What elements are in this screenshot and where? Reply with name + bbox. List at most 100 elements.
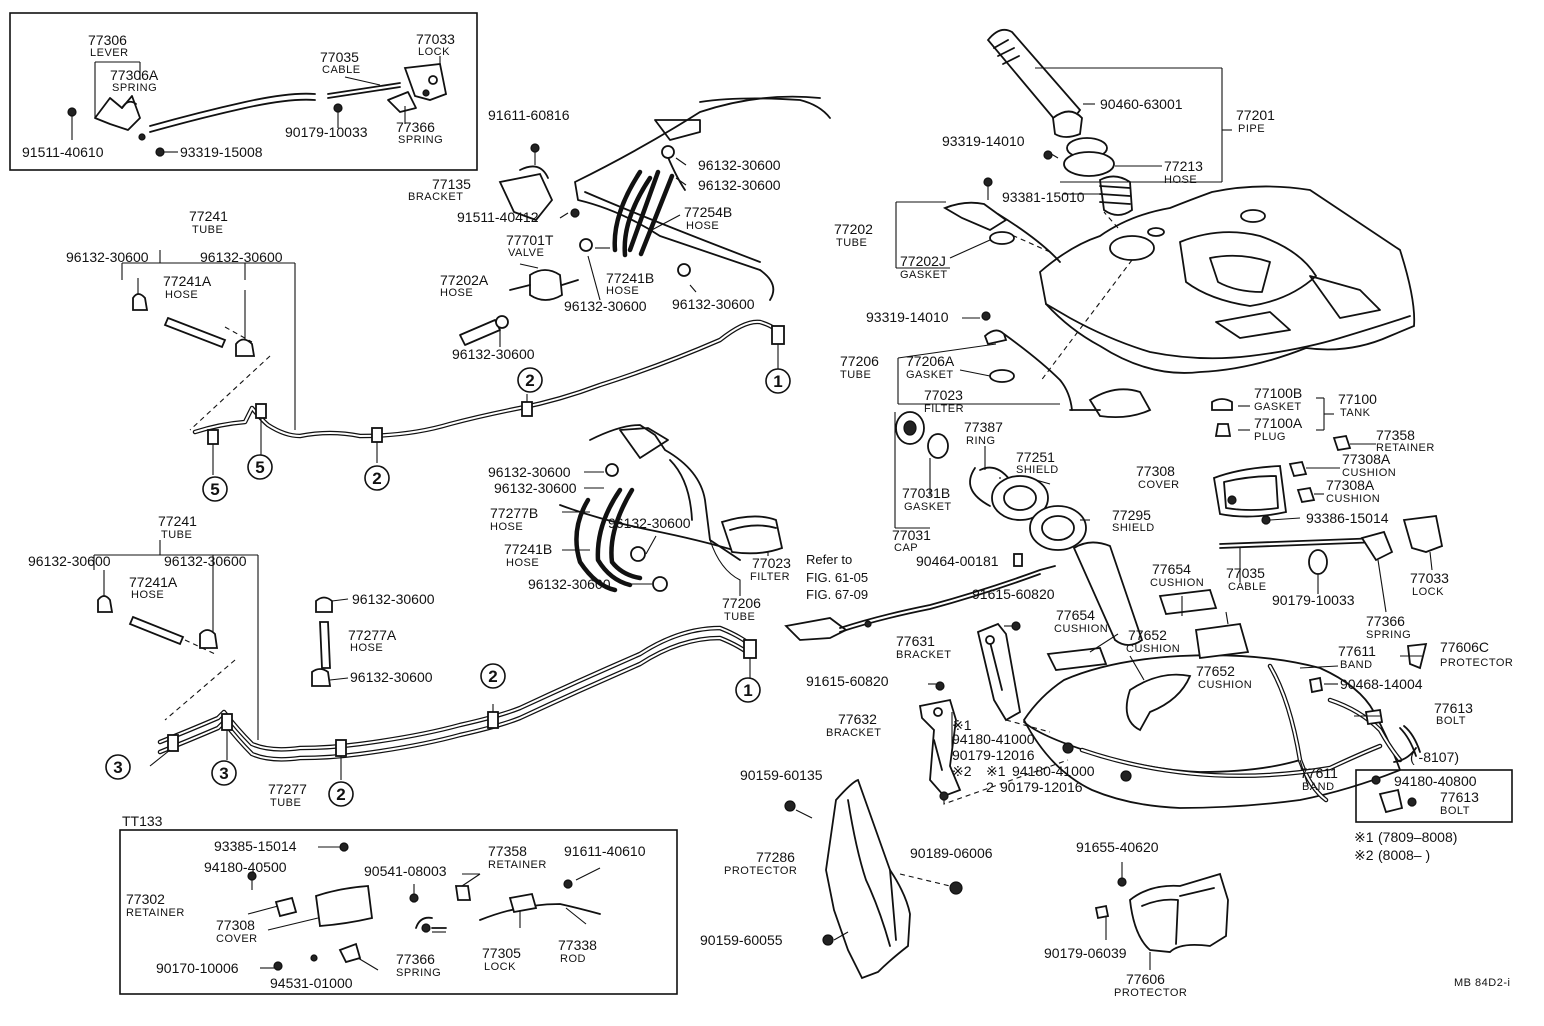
- label-77241B-name-b: HOSE: [506, 557, 539, 569]
- range-note: ( -8107): [1410, 749, 1459, 765]
- label-77023-name-b: FILTER: [924, 403, 964, 415]
- mark-ref2-b: 2: [986, 779, 994, 795]
- label-77652-num-a: 77652: [1128, 627, 1167, 643]
- label-91655-40620: 91655-40620: [1076, 839, 1159, 855]
- label-77631-name: BRACKET: [896, 649, 951, 661]
- label-77100A-num: 77100A: [1254, 415, 1303, 431]
- label-93319-14010-a: 93319-14010: [942, 133, 1025, 149]
- label-90179-12016-a: 90179-12016: [952, 747, 1035, 763]
- label-94180-41000-a: 94180-41000: [952, 731, 1035, 747]
- label-77295-num: 77295: [1112, 507, 1151, 523]
- label-77606-num: 77606: [1126, 971, 1165, 987]
- label-77308A-name-2: CUSHION: [1326, 493, 1380, 505]
- label-77366-name-c: SPRING: [396, 967, 441, 979]
- fuel-lid-opener-parts: [67, 56, 448, 157]
- svg-text:2: 2: [488, 667, 497, 686]
- label-90179-10033-b: 90179-10033: [1272, 592, 1355, 608]
- label-77305-num: 77305: [482, 945, 521, 961]
- label-77033-name-b: LOCK: [1412, 586, 1444, 598]
- label-77606-name: PROTECTOR: [1114, 987, 1187, 999]
- label-77631-num: 77631: [896, 633, 935, 649]
- label-91615-60820-a: 91615-60820: [972, 586, 1055, 602]
- label-77308A-name-1: CUSHION: [1342, 467, 1396, 479]
- label-77611-name-a: BAND: [1340, 659, 1373, 671]
- label-77295-name: SHIELD: [1112, 522, 1155, 534]
- label-77286-num: 77286: [756, 849, 795, 865]
- label-77306-name: LEVER: [90, 47, 129, 59]
- label-77358-num-a: 77358: [1376, 427, 1415, 443]
- tube-77277-lower-assembly: [93, 540, 757, 780]
- protector-77286: [784, 778, 963, 980]
- label-77023-num-b: 77023: [924, 387, 963, 403]
- label-77031-name: CAP: [894, 542, 918, 554]
- label-90179-12016-b: 90179-12016: [1000, 779, 1083, 795]
- label-77033-num-b: 77033: [1410, 570, 1449, 586]
- label-77306A-name: SPRING: [112, 82, 157, 94]
- label-96132-30600-b2: 96132-30600: [164, 553, 247, 569]
- label-96132-30600-a2: 96132-30600: [200, 249, 283, 265]
- label-77035-name-a: CABLE: [322, 64, 361, 76]
- label-77031B-num: 77031B: [902, 485, 950, 501]
- label-77277-name: TUBE: [270, 797, 301, 809]
- label-90179-10033-a: 90179-10033: [285, 124, 368, 140]
- label-77213-num: 77213: [1164, 158, 1203, 174]
- tank-brackets: [918, 621, 1069, 805]
- label-77202J-name: GASKET: [900, 269, 948, 281]
- label-77277B-name: HOSE: [490, 521, 523, 533]
- label-77213-name: HOSE: [1164, 174, 1197, 186]
- label-77100A-name: PLUG: [1254, 431, 1286, 443]
- label-77241B-num-b: 77241B: [504, 541, 552, 557]
- label-77100B-num: 77100B: [1254, 385, 1302, 401]
- callout-5-lower: 5: [202, 476, 228, 502]
- legend-range-1: (7809–8008): [1378, 829, 1457, 845]
- mark-ref1-a: ※1: [952, 717, 972, 733]
- label-96132-30600-v2: 96132-30600: [672, 296, 755, 312]
- label-77251-name: SHIELD: [1016, 464, 1059, 476]
- label-77366-num-b: 77366: [1366, 613, 1405, 629]
- callout-2-lower-left: 2: [328, 781, 354, 807]
- label-77652-name-b: CUSHION: [1198, 679, 1252, 691]
- label-77613-name-b: BOLT: [1440, 805, 1470, 817]
- legend-mark-1: ※1: [1354, 829, 1374, 845]
- label-77366-name-a: SPRING: [398, 134, 443, 146]
- label-77033-num-a: 77033: [416, 31, 455, 47]
- label-94180-41000-b: 94180-41000: [1012, 763, 1095, 779]
- label-91611-60816: 91611-60816: [488, 107, 570, 123]
- label-77035-num-a: 77035: [320, 49, 359, 65]
- label-96132-30600-b1: 96132-30600: [28, 553, 111, 569]
- label-90189-06006: 90189-06006: [910, 845, 993, 861]
- label-77241A-num-b: 77241A: [129, 574, 178, 590]
- refer-note-line2: FIG. 61-05: [806, 570, 868, 585]
- label-77241-name-b: TUBE: [161, 529, 192, 541]
- label-77358-name-c: RETAINER: [488, 859, 547, 871]
- label-77241A-name-b: HOSE: [131, 589, 164, 601]
- label-77277B-num: 77277B: [490, 505, 538, 521]
- label-77241A-name-a: HOSE: [165, 289, 198, 301]
- protector-77606: [1094, 862, 1229, 970]
- legend-range-2: (8008– ): [1378, 847, 1430, 863]
- refer-bracket: [784, 565, 1056, 641]
- label-77654-num-a: 77654: [1152, 561, 1191, 577]
- label-77206A-name: GASKET: [906, 369, 954, 381]
- label-77306A-num: 77306A: [110, 67, 159, 83]
- svg-text:2: 2: [372, 469, 381, 488]
- label-77241-name-a: TUBE: [192, 224, 223, 236]
- callout-3-left: 3: [105, 754, 131, 780]
- label-77308-name-a: COVER: [1138, 479, 1180, 491]
- label-90159-60055: 90159-60055: [700, 932, 783, 948]
- label-77387-num: 77387: [964, 419, 1003, 435]
- label-93319-15008: 93319-15008: [180, 144, 263, 160]
- label-94180-40500: 94180-40500: [204, 859, 287, 875]
- label-93385-15014: 93385-15014: [214, 838, 297, 854]
- label-96132-30600-v1: 96132-30600: [564, 298, 647, 314]
- label-77305-name: LOCK: [484, 961, 516, 973]
- label-77613-num-b: 77613: [1440, 789, 1479, 805]
- callout-2-lower-right: 2: [480, 663, 506, 689]
- label-77241B-name-a: HOSE: [606, 285, 639, 297]
- label-90460-63001: 90460-63001: [1100, 96, 1183, 112]
- center-hose-filter-group: [559, 424, 784, 596]
- label-93319-14010-b: 93319-14010: [866, 309, 949, 325]
- band-bolt-detail: [1371, 747, 1417, 814]
- label-77358-num-c: 77358: [488, 843, 527, 859]
